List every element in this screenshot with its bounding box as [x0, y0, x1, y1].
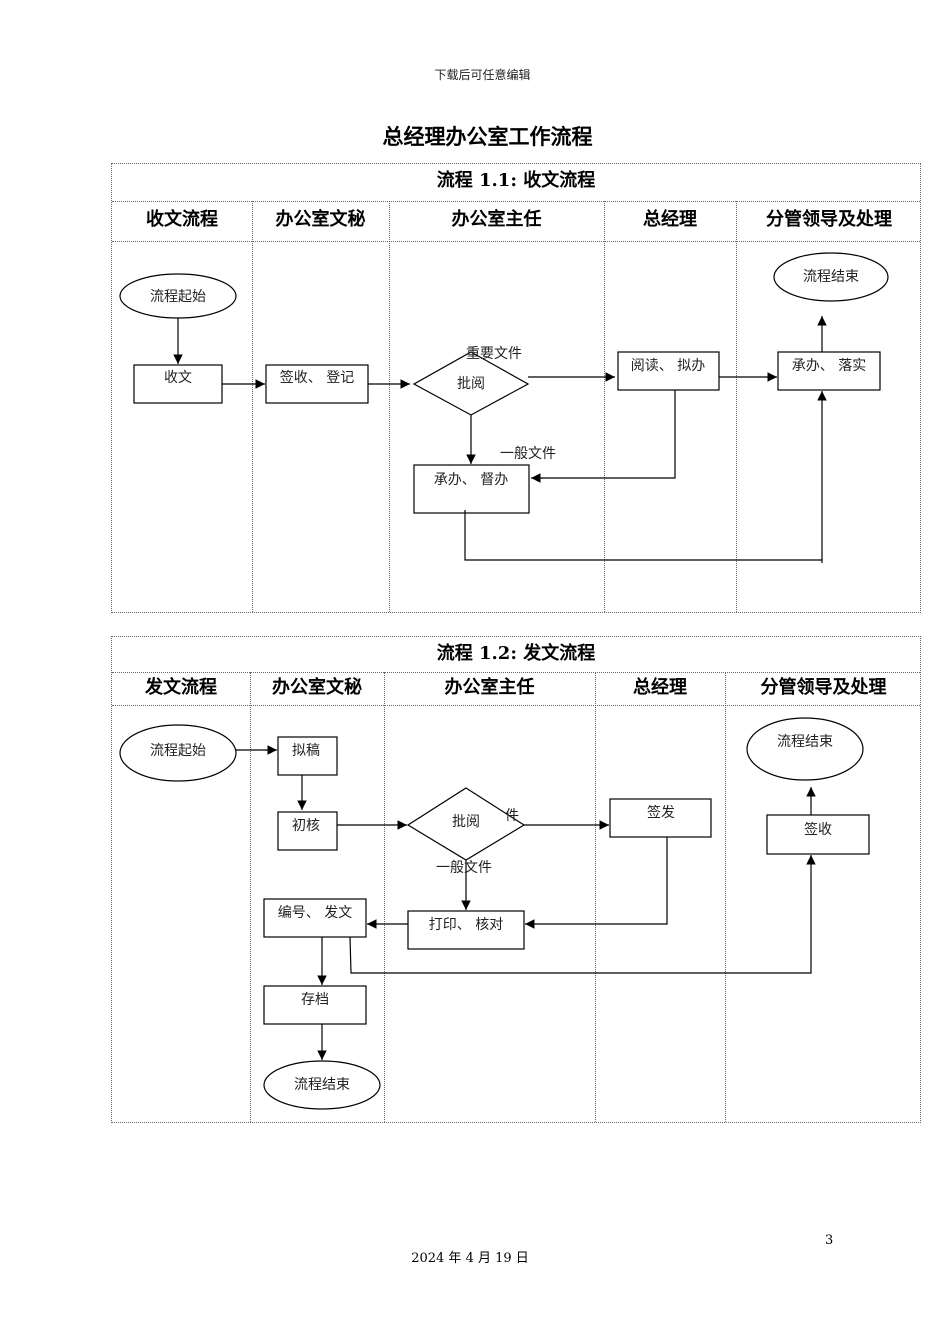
node-label: 签收	[804, 821, 832, 838]
end-node	[773, 252, 889, 302]
column-header: 总经理	[643, 209, 697, 230]
column-header: 办公室主任	[451, 209, 542, 230]
node-label: 阅读、 拟办	[631, 357, 705, 374]
process-node	[407, 910, 525, 950]
send-flow-table: 流程 1.2: 发文流程 发文流程 办公室文秘 办公室主任 总经理 分管领导及处…	[111, 636, 921, 1123]
divider	[389, 201, 390, 612]
process-node	[766, 814, 870, 855]
process-node	[263, 898, 367, 938]
divider	[112, 241, 920, 242]
divider	[595, 672, 596, 1122]
node-label: 流程结束	[803, 269, 859, 285]
column-header: 办公室文秘	[275, 209, 366, 230]
column-header: 发文流程	[145, 677, 217, 698]
node-label: 拟稿	[292, 743, 320, 759]
node-label: 流程起始	[150, 289, 206, 305]
node-label: 承办、 落实	[792, 358, 866, 374]
connector	[464, 510, 822, 561]
node-label: 签收、 登记	[280, 369, 354, 386]
send-table-title: 流程 1.2: 发文流程	[436, 643, 596, 664]
process-node	[277, 736, 338, 776]
divider	[384, 672, 385, 1122]
arrow	[531, 390, 676, 483]
node-label: 流程起始	[150, 743, 206, 759]
edge-label: 重要文件	[466, 346, 522, 362]
receive-table-title: 流程 1.1: 收文流程	[436, 170, 596, 191]
divider	[250, 672, 251, 1122]
arrow	[525, 837, 668, 929]
divider	[604, 201, 605, 612]
process-node	[413, 464, 530, 514]
node-label: 批阅	[452, 814, 480, 830]
header-note: 下载后可任意编辑	[434, 68, 531, 82]
receive-flow-table: 流程 1.1: 收文流程 收文流程 办公室文秘 办公室主任 总经理 分管领导及处…	[111, 163, 921, 613]
end-node	[263, 1060, 381, 1110]
divider	[252, 201, 253, 612]
node-label: 签发	[647, 804, 675, 821]
divider	[112, 672, 920, 673]
footer-date: 2024 年 4 月 19 日	[411, 1251, 529, 1266]
divider	[725, 672, 726, 1122]
node-label: 收文	[164, 370, 192, 386]
node-label: 流程结束	[294, 1077, 350, 1093]
end-node	[746, 717, 864, 781]
node-label: 承办、 督办	[434, 472, 508, 488]
process-node	[609, 798, 712, 838]
process-node	[263, 985, 367, 1025]
page-number: 3	[825, 1233, 834, 1248]
column-header: 收文流程	[146, 209, 218, 230]
divider	[112, 201, 920, 202]
process-node	[617, 351, 720, 391]
process-node	[777, 351, 881, 391]
node-label: 编号、 发文	[278, 905, 352, 921]
arrow	[349, 855, 816, 974]
document-title: 总经理办公室工作流程	[382, 124, 593, 149]
node-label: 初核	[292, 817, 320, 834]
column-header: 分管领导及处理	[766, 209, 892, 230]
node-label: 存档	[301, 992, 329, 1008]
column-header: 办公室主任	[444, 677, 535, 698]
divider	[112, 705, 920, 706]
node-label: 流程结束	[777, 734, 833, 750]
node-label: 打印、 核对	[429, 916, 503, 933]
edge-label: 一般文件	[436, 860, 492, 876]
edge-label: 件	[505, 808, 519, 824]
node-label: 批阅	[457, 376, 485, 392]
column-header: 总经理	[633, 677, 687, 698]
process-node	[277, 811, 338, 851]
column-header: 办公室文秘	[272, 677, 362, 698]
edge-label: 一般文件	[500, 446, 556, 462]
column-header: 分管领导及处理	[760, 677, 887, 698]
start-node	[119, 724, 237, 782]
divider	[736, 201, 737, 612]
